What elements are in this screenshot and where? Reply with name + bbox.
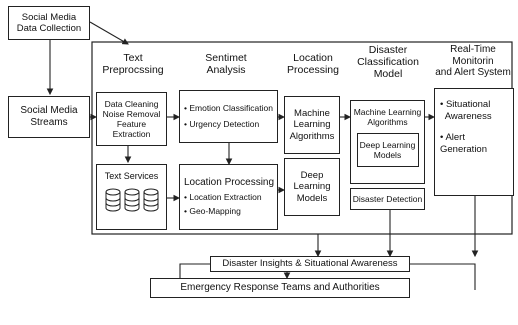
emergency-response-box: Emergency Response Teams and Authorities — [150, 278, 410, 298]
database-icon — [124, 188, 139, 212]
streams-line-2: Streams — [30, 117, 68, 128]
classification-dl-1: Deep Learning — [359, 140, 416, 151]
header-location-2: Processing — [287, 64, 339, 77]
location-dl-box: Deep Learning Models — [284, 158, 340, 216]
classification-box: Machine Learning Algorithms Deep Learnin… — [350, 100, 425, 184]
emotion-classification-item: • Emotion Classification — [184, 103, 273, 114]
disaster-detection-label: Disaster Detection — [352, 193, 423, 204]
location-ml-box: Machine Learning Algorithms — [284, 96, 340, 154]
streams-line-1: Social Media — [20, 105, 78, 116]
deep-learning-models-box: Deep Learning Models — [356, 133, 419, 168]
location-extraction-item: • Location Extraction — [184, 191, 262, 202]
urgency-detection-item: • Urgency Detection — [184, 118, 260, 129]
database-icon — [143, 188, 158, 212]
location-dl-2: Learning — [293, 181, 331, 193]
text-services-box: Text Services — [96, 164, 167, 230]
header-classification-2: Classification — [357, 56, 419, 69]
step-data-cleaning: Data Cleaning — [104, 98, 159, 109]
emergency-response-label: Emergency Response Teams and Authorities — [180, 282, 380, 293]
step-feature-extraction: Feature Extraction — [112, 119, 151, 140]
database-icon — [105, 188, 120, 212]
collection-line-1: Social Media — [21, 11, 77, 23]
header-monitoring-2: and Alert System — [435, 67, 511, 78]
disaster-detection-box: Disaster Detection — [350, 188, 425, 210]
header-classification-3: Model — [373, 68, 403, 81]
location-ml-3: Algorithms — [289, 130, 335, 142]
header-sentiment-2: Analysis — [206, 64, 246, 77]
header-location-processing: Location Processing — [282, 52, 344, 76]
location-ml-1: Machine — [294, 107, 330, 119]
location-processing-title: Location Processing — [184, 176, 275, 188]
situational-awareness-item-2: Awareness — [440, 111, 492, 123]
header-sentiment-1: Sentimet — [205, 52, 247, 64]
social-media-data-collection-box: Social Media Data Collection — [8, 6, 90, 40]
connector-insights-right — [410, 263, 476, 290]
header-text-preprocessing: Text Preprocssing — [98, 52, 168, 76]
monitoring-box: • Situational Awareness • Alert Generati… — [434, 88, 514, 196]
classification-ml-2: Algorithms — [367, 117, 408, 128]
disaster-insights-box: Disaster Insights & Situational Awarenes… — [210, 256, 410, 272]
social-media-streams-box: Social Media Streams — [8, 96, 90, 138]
collection-line-2: Data Collection — [16, 23, 82, 34]
header-sentiment-analysis: Sentimet Analysis — [186, 52, 266, 76]
classification-dl-2: Models — [373, 150, 402, 161]
location-ml-2: Learning — [293, 119, 331, 131]
geo-mapping-item: • Geo-Mapping — [184, 206, 241, 216]
location-dl-3: Models — [296, 192, 328, 204]
header-classification-1: Disaster — [368, 44, 408, 56]
sentiment-box: • Emotion Classification • Urgency Detec… — [179, 90, 278, 143]
data-cleaning-box: Data Cleaning Noise Removal Feature Extr… — [96, 92, 167, 146]
alert-generation-item: • Alert Generation — [440, 131, 488, 156]
header-monitoring-1: Real-Time Monitorin — [450, 44, 496, 67]
arrow-collection-to-frame — [89, 21, 129, 45]
disaster-insights-label: Disaster Insights & Situational Awarenes… — [222, 258, 398, 270]
step-noise-removal: Noise Removal — [102, 108, 161, 119]
header-text-preprocessing-2: Preprocssing — [102, 64, 164, 77]
header-location-1: Location — [293, 52, 333, 64]
database-icons — [105, 188, 158, 212]
header-disaster-classification: Disaster Classification Model — [348, 44, 428, 80]
location-processing-box: Location Processing • Location Extractio… — [179, 164, 278, 230]
situational-awareness-item: • Situational — [440, 99, 491, 110]
header-realtime-monitoring: Real-Time Monitorin and Alert System — [430, 44, 516, 79]
header-text-preprocessing-1: Text — [123, 52, 143, 64]
text-services-label: Text Services — [104, 171, 159, 181]
classification-ml-1: Machine Learning — [353, 107, 422, 117]
location-dl-1: Deep — [300, 169, 324, 181]
